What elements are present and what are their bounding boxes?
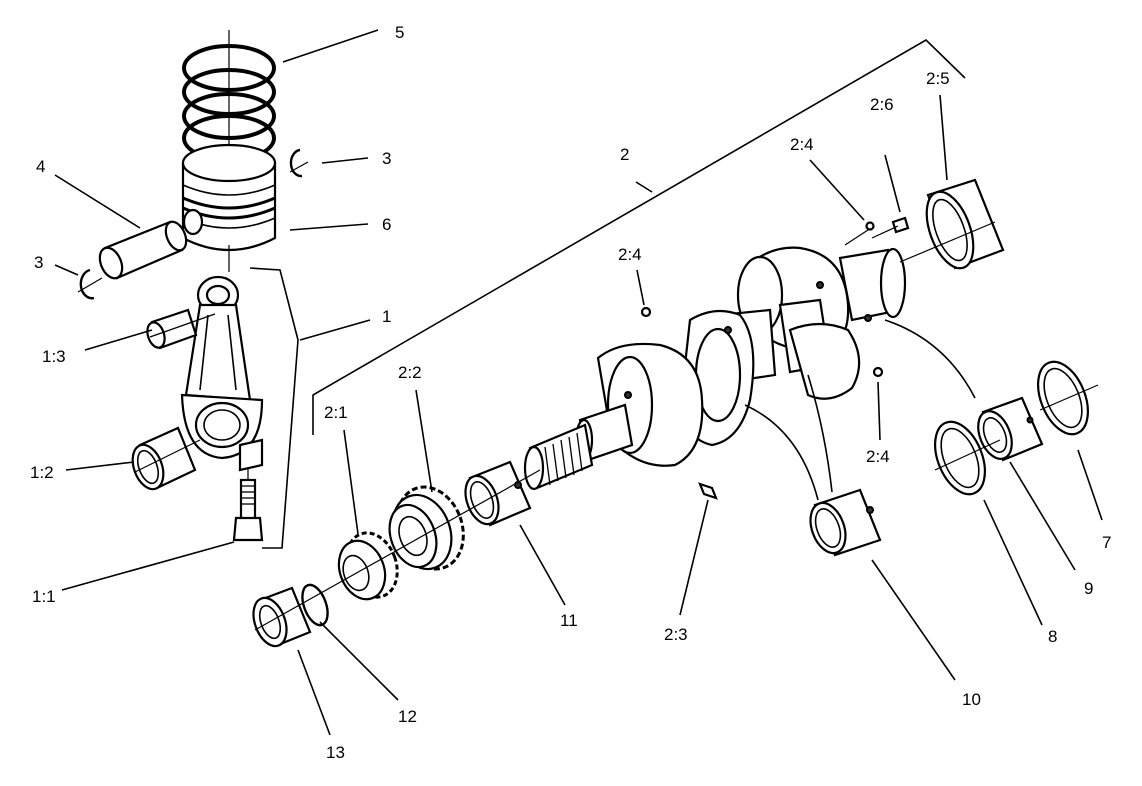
front-main-bearing [464,460,532,527]
oil-plugs [640,216,910,378]
label-3-left: 3 [34,253,43,272]
label-2-4-left: 2:4 [618,245,642,264]
small-end-bush [146,308,216,350]
piston [181,143,277,252]
leader-lines [54,29,1103,736]
piston-pin [98,220,188,280]
bearing-axis-line [934,439,1001,471]
label-3-right: 3 [382,149,391,168]
crank-gear-large [388,485,465,571]
thrust-washer-outer [1037,360,1099,436]
label-1-3: 1:3 [42,347,66,366]
label-1-2: 1:2 [30,463,54,482]
piston-rings [182,30,276,162]
big-end-bearing [131,426,201,491]
label-12: 12 [398,707,417,726]
label-2-5: 2:5 [926,69,950,88]
label-2-4-top: 2:4 [790,135,814,154]
label-8: 8 [1048,627,1057,646]
connecting-rod [180,245,264,472]
part-labels: 5 3 4 6 3 1 1:3 1:2 1:1 2 2:6 2:5 2:4 2:… [30,23,1111,762]
circlip-right [289,148,309,178]
front-seal-ring [252,586,312,648]
label-1-1: 1:1 [32,587,56,606]
label-6: 6 [382,215,391,234]
circlip-left [77,268,103,300]
label-13: 13 [326,743,345,762]
label-5: 5 [395,23,404,42]
label-2-2: 2:2 [398,363,422,382]
label-10: 10 [962,690,981,709]
center-main-bearing [809,488,882,557]
label-11: 11 [560,611,578,630]
label-2-1: 2:1 [324,403,348,422]
label-9: 9 [1084,579,1093,598]
rear-seal [899,178,1005,270]
label-7: 7 [1102,533,1111,552]
rear-main-bearing [977,396,1044,462]
front-axis-line [254,469,541,631]
label-2: 2 [620,145,629,164]
label-2-4-bottom: 2:4 [866,447,890,466]
label-2-6: 2:6 [870,95,894,114]
label-1: 1 [382,307,391,326]
label-4: 4 [36,157,45,176]
label-2-3: 2:3 [664,625,688,644]
rod-bolt [232,468,264,542]
woodruff-key [698,482,718,500]
crankshaft [523,246,907,491]
